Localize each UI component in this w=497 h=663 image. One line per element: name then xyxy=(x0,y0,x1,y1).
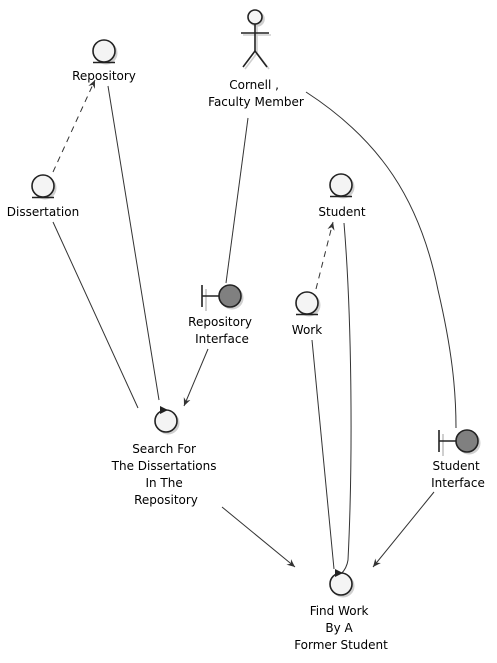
entity-icon xyxy=(31,174,57,200)
label-line: By A xyxy=(325,621,353,635)
edge-work-to-find-work xyxy=(311,339,335,570)
label-line: Student xyxy=(432,459,480,473)
node-repository-interface: Repository Interface xyxy=(188,284,256,346)
label-line: Cornell , xyxy=(229,78,279,92)
node-label: Work xyxy=(292,323,322,337)
node-find-work: Find Work By A Former Student xyxy=(294,569,388,652)
node-label: Find Work By A Former Student xyxy=(294,604,388,652)
edge-student-interface-to-find-work xyxy=(372,491,435,568)
edges xyxy=(52,79,457,575)
node-label: Student xyxy=(318,205,366,219)
edge-dissertation-to-repository xyxy=(52,79,96,173)
label-line: Repository xyxy=(72,69,136,83)
edge-repository-interface-to-search xyxy=(183,348,209,407)
node-label: Cornell , Faculty Member xyxy=(208,78,304,109)
label-line: Find Work xyxy=(310,604,369,618)
label-line: Work xyxy=(292,323,322,337)
node-repository: Repository xyxy=(72,39,136,83)
node-student-interface: Student Interface xyxy=(431,429,485,490)
entity-icon xyxy=(295,291,321,317)
node-cornell-faculty-member: Cornell , Faculty Member xyxy=(208,9,304,109)
boundary-icon xyxy=(201,284,244,311)
edge-cornell-to-student-interface xyxy=(305,91,457,429)
label-line: Interface xyxy=(431,476,485,490)
label-line: Interface xyxy=(195,332,249,346)
node-dissertation: Dissertation xyxy=(7,174,79,219)
edge-dissertation-to-search xyxy=(52,221,139,409)
control-icon xyxy=(154,406,180,435)
edge-work-to-student xyxy=(315,221,335,290)
label-line: In The xyxy=(145,476,182,490)
edge-student-to-find-work xyxy=(340,222,352,575)
label-line: Faculty Member xyxy=(208,95,304,109)
node-label: Repository Interface xyxy=(188,315,256,346)
entity-icon xyxy=(329,173,355,199)
label-line: The Dissertations xyxy=(111,459,217,473)
label-line: Repository xyxy=(134,493,198,507)
node-search-dissertations: Search For The Dissertations In The Repo… xyxy=(111,406,221,507)
node-label: Repository xyxy=(72,69,136,83)
label-line: Dissertation xyxy=(7,205,79,219)
node-label: Student Interface xyxy=(431,459,485,490)
label-line: Search For xyxy=(132,442,196,456)
entity-icon xyxy=(92,39,118,65)
node-work: Work xyxy=(292,291,322,337)
node-label: Search For The Dissertations In The Repo… xyxy=(111,442,221,507)
label-line: Repository xyxy=(188,315,252,329)
node-student: Student xyxy=(318,173,366,219)
edge-cornell-to-repository-interface xyxy=(225,117,249,284)
node-label: Dissertation xyxy=(7,205,79,219)
edge-repository-to-search xyxy=(107,85,160,401)
edge-search-to-find-work xyxy=(221,506,296,568)
boundary-icon xyxy=(438,429,481,456)
label-line: Former Student xyxy=(294,638,388,652)
stick-figure-icon xyxy=(241,9,271,70)
control-icon xyxy=(329,569,355,598)
label-line: Student xyxy=(318,205,366,219)
